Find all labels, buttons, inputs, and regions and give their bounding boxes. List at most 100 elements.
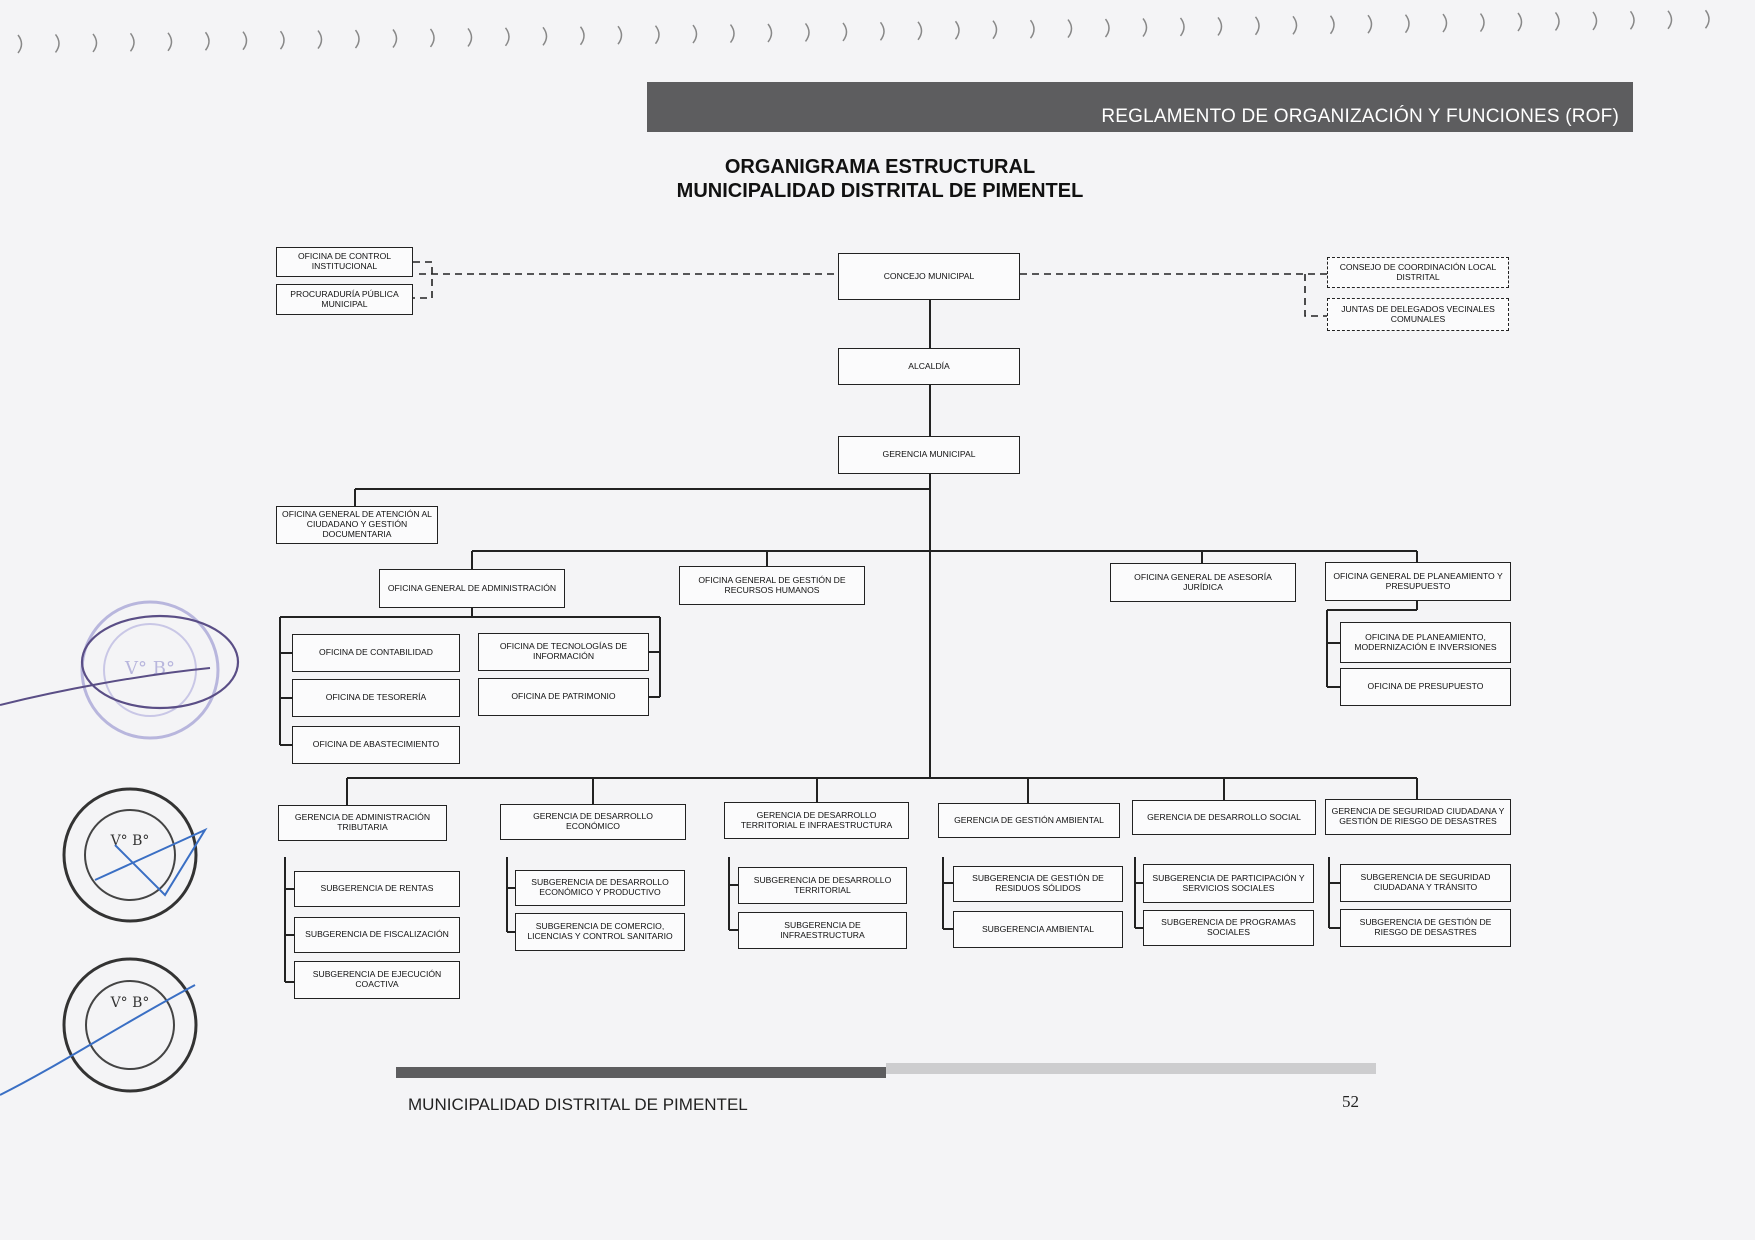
binder-arc: [1554, 11, 1560, 31]
node-g-seguridad-ciudadana: GERENCIA DE SEGURIDAD CIUDADANA Y GESTIÓ…: [1325, 799, 1511, 835]
node-s-riesgo-desastres: SUBGERENCIA DE GESTIÓN DE RIESGO DE DESA…: [1340, 909, 1511, 947]
binder-arc: [654, 25, 660, 45]
binder-arc: [429, 28, 435, 48]
node-oficina-planeamiento: OFICINA DE PLANEAMIENTO, MODERNIZACIÓN E…: [1340, 622, 1511, 663]
node-tecnologias-informacion: OFICINA DE TECNOLOGÍAS DE INFORMACIÓN: [478, 633, 649, 671]
binder-arc: [579, 26, 585, 46]
binder-arc: [542, 26, 548, 46]
binder-arc: [392, 29, 398, 48]
node-administracion: OFICINA GENERAL DE ADMINISTRACIÓN: [379, 569, 565, 608]
footer-bar-dark: [396, 1067, 886, 1078]
stamp-asesoria-juridica-icon: V° B°: [0, 600, 240, 740]
node-control-institucional: OFICINA DE CONTROL INSTITUCIONAL: [276, 247, 413, 277]
binder-arc: [1592, 11, 1598, 31]
node-g-gestion-ambiental: GERENCIA DE GESTIÓN AMBIENTAL: [938, 803, 1120, 838]
node-s-desarrollo-territorial: SUBGERENCIA DE DESARROLLO TERRITORIAL: [738, 867, 907, 904]
chart-subtitle: MUNICIPALIDAD DISTRITAL DE PIMENTEL: [676, 180, 1084, 202]
footer-institution: MUNICIPALIDAD DISTRITAL DE PIMENTEL: [408, 1095, 748, 1114]
node-alcaldia: ALCALDÍA: [838, 348, 1020, 385]
stamp-gerencia-municipal-icon: V° B°: [62, 787, 208, 923]
binder-arc: [167, 32, 173, 52]
binder-arc: [279, 30, 285, 50]
binder-arc: [1029, 19, 1035, 39]
node-concejo-municipal: CONCEJO MUNICIPAL: [838, 253, 1020, 300]
node-asesoria-juridica: OFICINA GENERAL DE ASESORÍA JURÍDICA: [1110, 563, 1296, 602]
binder-arc: [317, 30, 323, 50]
binder-arc: [1254, 16, 1260, 36]
binder-arc: [1667, 10, 1673, 30]
binder-arc: [1629, 10, 1635, 30]
binder-arc: [804, 22, 810, 42]
binder-arc: [1104, 18, 1110, 38]
node-s-ejecucion-coactiva: SUBGERENCIA DE EJECUCIÓN COACTIVA: [294, 961, 460, 999]
svg-text:V° B°: V° B°: [110, 995, 150, 1011]
binder-arc: [1142, 18, 1148, 37]
node-consejo-coordinacion: CONSEJO DE COORDINACIÓN LOCAL DISTRITAL: [1327, 257, 1509, 288]
node-s-rentas: SUBGERENCIA DE RENTAS: [294, 871, 460, 907]
binder-arc: [1067, 19, 1073, 39]
node-planeamiento-presupuesto: OFICINA GENERAL DE PLANEAMIENTO Y PRESUP…: [1325, 562, 1511, 601]
node-gerencia-municipal: GERENCIA MUNICIPAL: [838, 436, 1020, 474]
binder-arc: [17, 34, 23, 54]
node-contabilidad: OFICINA DE CONTABILIDAD: [292, 634, 460, 672]
binder-arc: [1292, 15, 1298, 35]
binder-arc: [354, 29, 360, 49]
node-s-comercio-licencias: SUBGERENCIA DE COMERCIO, LICENCIAS Y CON…: [515, 913, 685, 951]
node-s-infraestructura: SUBGERENCIA DE INFRAESTRUCTURA: [738, 912, 907, 949]
binder-holes-edge: [17, 9, 1710, 54]
binder-arc: [1329, 15, 1335, 35]
binder-arc: [842, 22, 848, 42]
node-recursos-humanos: OFICINA GENERAL DE GESTIÓN DE RECURSOS H…: [679, 566, 865, 605]
binder-arc: [917, 21, 923, 41]
binder-arc: [129, 32, 135, 52]
node-tesoreria: OFICINA DE TESORERÍA: [292, 679, 460, 717]
node-abastecimiento: OFICINA DE ABASTECIMIENTO: [292, 726, 460, 764]
node-juntas-delegados: JUNTAS DE DELEGADOS VECINALES COMUNALES: [1327, 298, 1509, 331]
node-patrimonio: OFICINA DE PATRIMONIO: [478, 678, 649, 716]
binder-arc: [1179, 17, 1185, 37]
node-s-desarrollo-productivo: SUBGERENCIA DE DESARROLLO ECONÓMICO Y PR…: [515, 870, 685, 906]
svg-text:V° B°: V° B°: [110, 833, 150, 849]
chart-title: ORGANIGRAMA ESTRUCTURAL: [724, 156, 1036, 178]
binder-arc: [504, 27, 510, 47]
binder-arc: [692, 24, 698, 44]
binder-arc: [617, 25, 623, 45]
page-number: 52: [1342, 1092, 1359, 1111]
binder-arc: [1479, 13, 1485, 33]
node-procuraduria-publica: PROCURADURÍA PÚBLICA MUNICIPAL: [276, 284, 413, 315]
node-s-seguridad-transito: SUBGERENCIA DE SEGURIDAD CIUDADANA Y TRÁ…: [1340, 864, 1511, 902]
binder-arc: [1517, 12, 1523, 32]
node-g-desarrollo-social: GERENCIA DE DESARROLLO SOCIAL: [1132, 800, 1316, 835]
binder-arc: [879, 21, 885, 41]
binder-arc: [1442, 13, 1448, 33]
node-s-ambiental: SUBGERENCIA AMBIENTAL: [953, 911, 1123, 948]
header-banner: REGLAMENTO DE ORGANIZACIÓN Y FUNCIONES (…: [647, 82, 1633, 132]
footer-bar-light: [886, 1063, 1376, 1074]
binder-arc: [954, 20, 960, 40]
binder-arc: [1704, 9, 1710, 29]
binder-arc: [992, 20, 998, 40]
binder-arc: [54, 33, 60, 53]
node-s-residuos-solidos: SUBGERENCIA DE GESTIÓN DE RESIDUOS SÓLID…: [953, 866, 1123, 902]
node-s-programas-sociales: SUBGERENCIA DE PROGRAMAS SOCIALES: [1143, 910, 1314, 946]
binder-arc: [1404, 14, 1410, 34]
node-s-fiscalizacion: SUBGERENCIA DE FISCALIZACIÓN: [294, 917, 460, 953]
header-banner-text: REGLAMENTO DE ORGANIZACIÓN Y FUNCIONES (…: [1101, 106, 1619, 127]
node-oficina-presupuesto: OFICINA DE PRESUPUESTO: [1340, 668, 1511, 706]
binder-arc: [242, 31, 248, 51]
binder-arc: [767, 23, 773, 43]
node-atencion-ciudadano: OFICINA GENERAL DE ATENCIÓN AL CIUDADANO…: [276, 506, 438, 544]
node-s-participacion: SUBGERENCIA DE PARTICIPACIÓN Y SERVICIOS…: [1143, 864, 1314, 903]
node-g-desarrollo-territorial: GERENCIA DE DESARROLLO TERRITORIAL E INF…: [724, 802, 909, 839]
binder-arc: [1217, 16, 1223, 36]
node-g-desarrollo-economico: GERENCIA DE DESARROLLO ECONÓMICO: [500, 804, 686, 840]
node-g-administracion-tributaria: GERENCIA DE ADMINISTRACIÓN TRIBUTARIA: [278, 805, 447, 841]
stamp-planeamiento-presupuesto-icon: V° B°: [0, 957, 198, 1096]
binder-arc: [204, 31, 210, 51]
binder-arc: [1367, 14, 1373, 34]
binder-arc: [729, 24, 735, 44]
binder-arc: [467, 27, 473, 47]
binder-arc: [92, 33, 98, 53]
